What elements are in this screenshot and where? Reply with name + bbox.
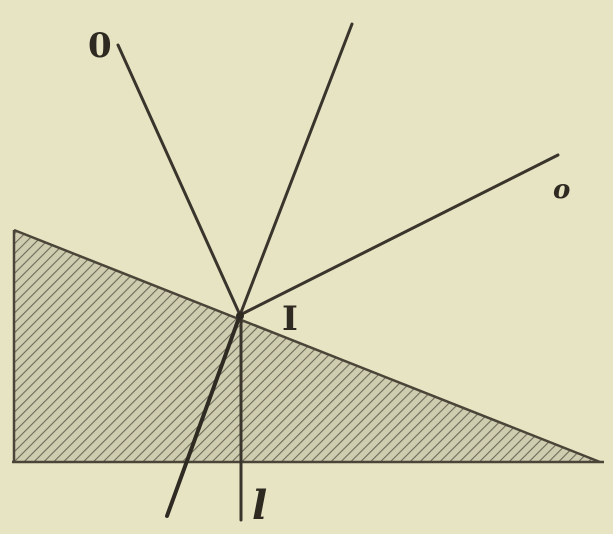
ray-to-o: [238, 153, 560, 317]
label-center: I: [282, 299, 298, 339]
intersection-point: [236, 312, 244, 320]
label-bottom: l: [252, 482, 267, 529]
label-right: o: [553, 175, 570, 205]
label-top-left: 0: [88, 26, 112, 66]
prism-hypotenuse: [13, 228, 601, 464]
reflected-ray-upper: [238, 22, 354, 317]
refracted-ray: [165, 313, 242, 518]
incident-ray: [116, 43, 242, 317]
